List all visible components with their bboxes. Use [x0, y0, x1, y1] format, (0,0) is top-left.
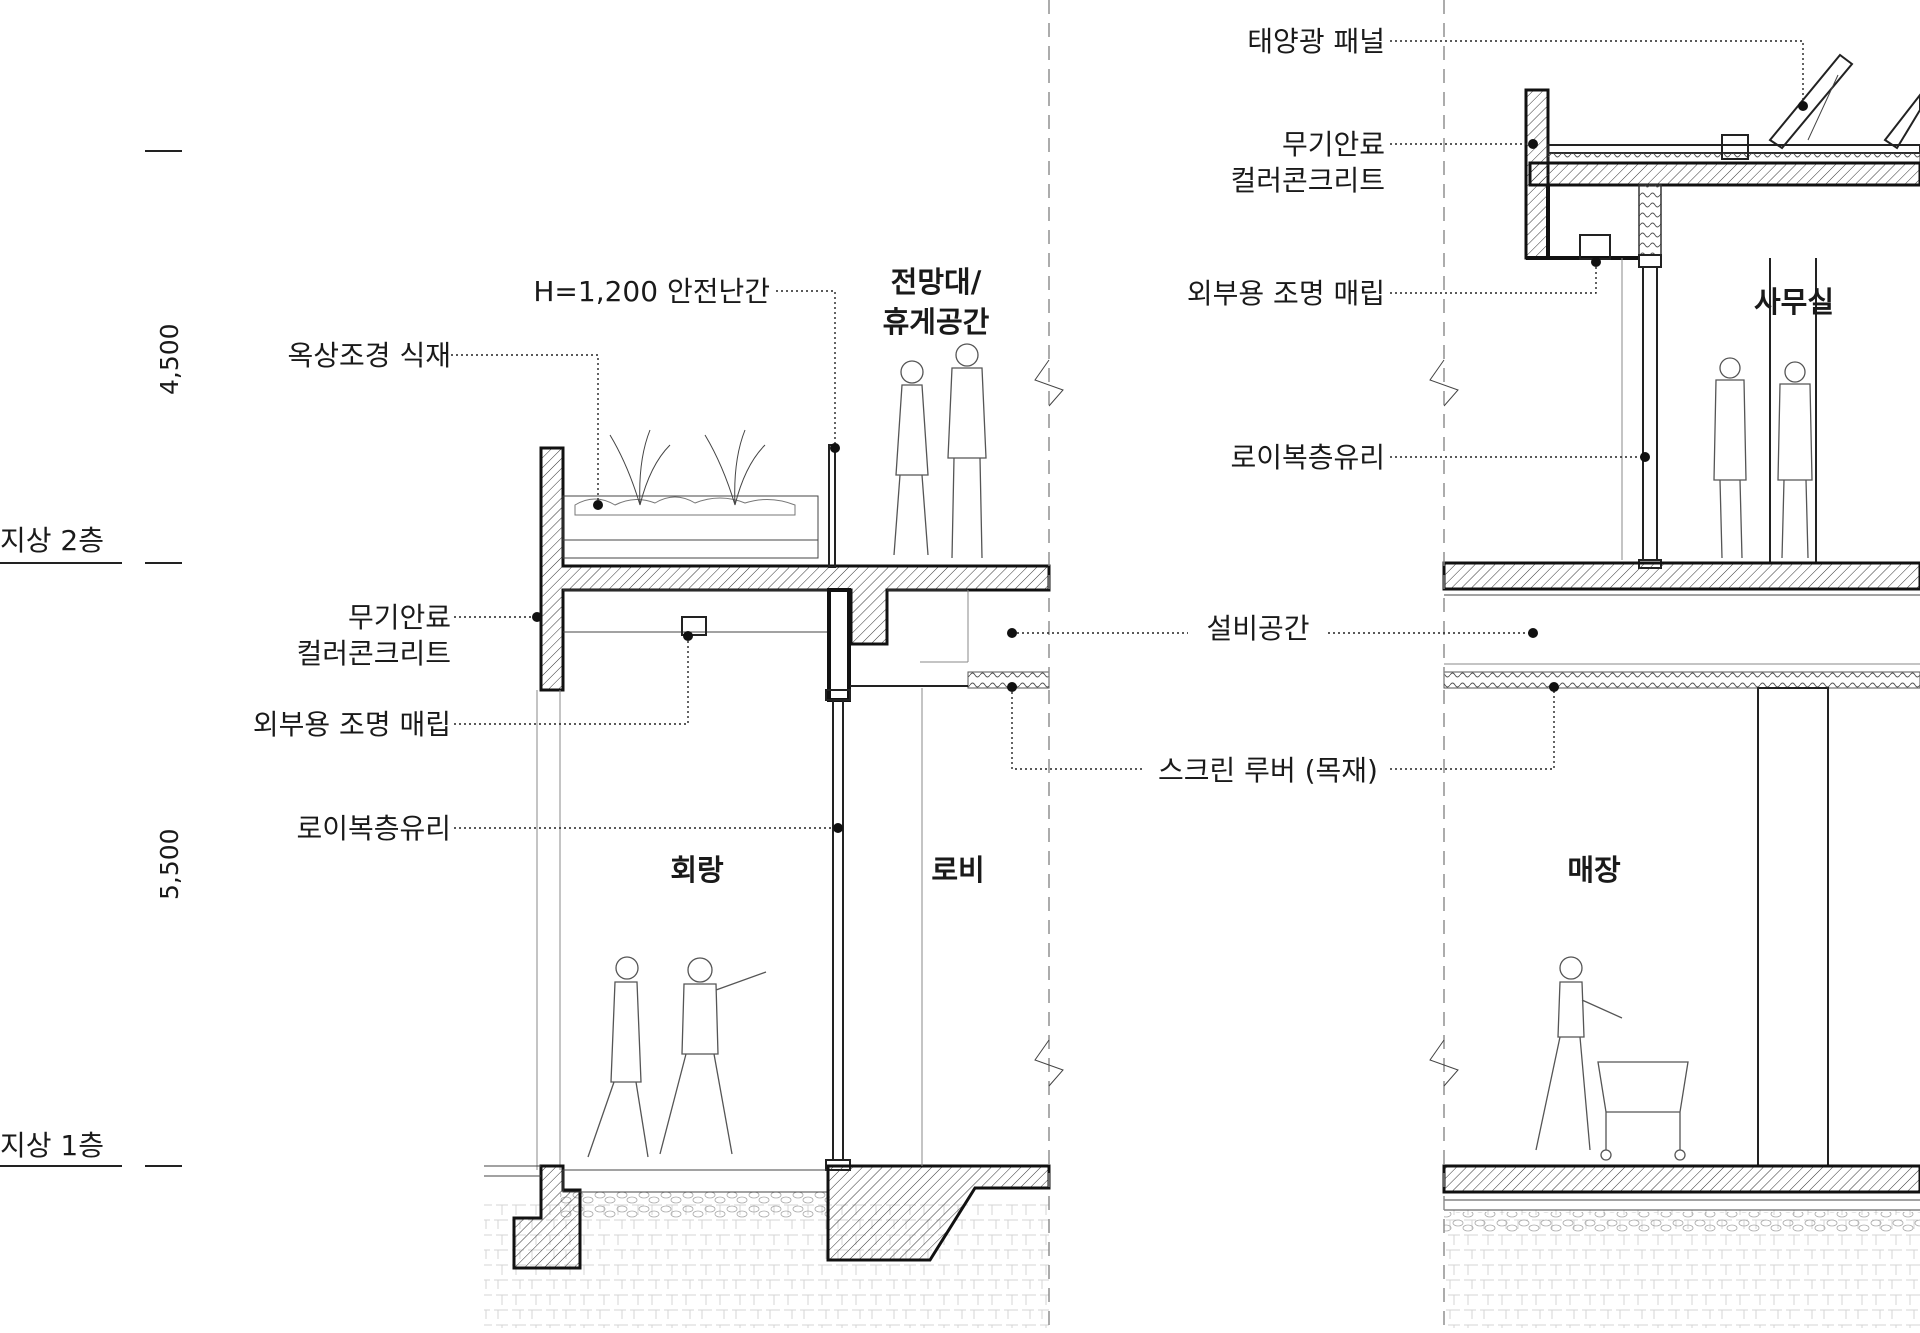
- level-label-floor1: 지상 1층: [0, 1129, 104, 1162]
- dimension-lower: 5,500: [155, 828, 184, 900]
- right-structure: [1442, 53, 1920, 1211]
- label-light-right: 외부용 조명 매립: [1187, 277, 1385, 310]
- break-lines: [1034, 0, 1459, 1328]
- annotation-labels: H=1,200 안전난간 옥상조경 식재 무기안료 컬러콘크리트 외부용 조명 …: [253, 25, 1385, 845]
- left-structure: [484, 444, 1051, 1270]
- room-office: 사무실: [1754, 285, 1834, 319]
- room-lobby: 로비: [931, 853, 984, 887]
- label-lowe-glass-right: 로이복층유리: [1230, 441, 1385, 474]
- room-labels: 전망대/ 휴게공간 회랑 로비 사무실 매장: [670, 265, 1834, 887]
- leaders: [451, 40, 1808, 833]
- plant-illustrations: [609, 429, 766, 506]
- label-railing: H=1,200 안전난간: [533, 275, 770, 308]
- label-solar-panel: 태양광 패널: [1247, 25, 1385, 58]
- room-corridor: 회랑: [670, 853, 724, 887]
- level-label-floor2: 지상 2층: [0, 524, 104, 557]
- label-colored-concrete-left-1: 무기안료: [348, 601, 451, 634]
- level-markers: 지상 2층 지상 1층 4,500 5,500: [0, 150, 184, 1167]
- room-store: 매장: [1567, 853, 1621, 887]
- label-colored-concrete-left-2: 컬러콘크리트: [296, 637, 451, 670]
- dimension-upper: 4,500: [155, 323, 184, 395]
- label-light-left: 외부용 조명 매립: [253, 708, 451, 741]
- people-illustrations: [587, 343, 1813, 1161]
- solar-panels: [1768, 53, 1920, 150]
- label-lowe-glass-left: 로이복층유리: [296, 812, 451, 845]
- room-observatory-line1: 전망대/: [891, 265, 982, 299]
- label-roof-planting: 옥상조경 식재: [288, 339, 451, 372]
- label-colored-concrete-right-2: 컬러콘크리트: [1230, 164, 1385, 197]
- label-screen-louver: 스크린 루버 (목재): [1158, 754, 1378, 787]
- ground: [484, 1190, 1920, 1328]
- label-colored-concrete-right-1: 무기안료: [1282, 128, 1385, 161]
- label-mechanical-space: 설비공간: [1206, 612, 1309, 645]
- room-observatory-line2: 휴게공간: [883, 305, 990, 339]
